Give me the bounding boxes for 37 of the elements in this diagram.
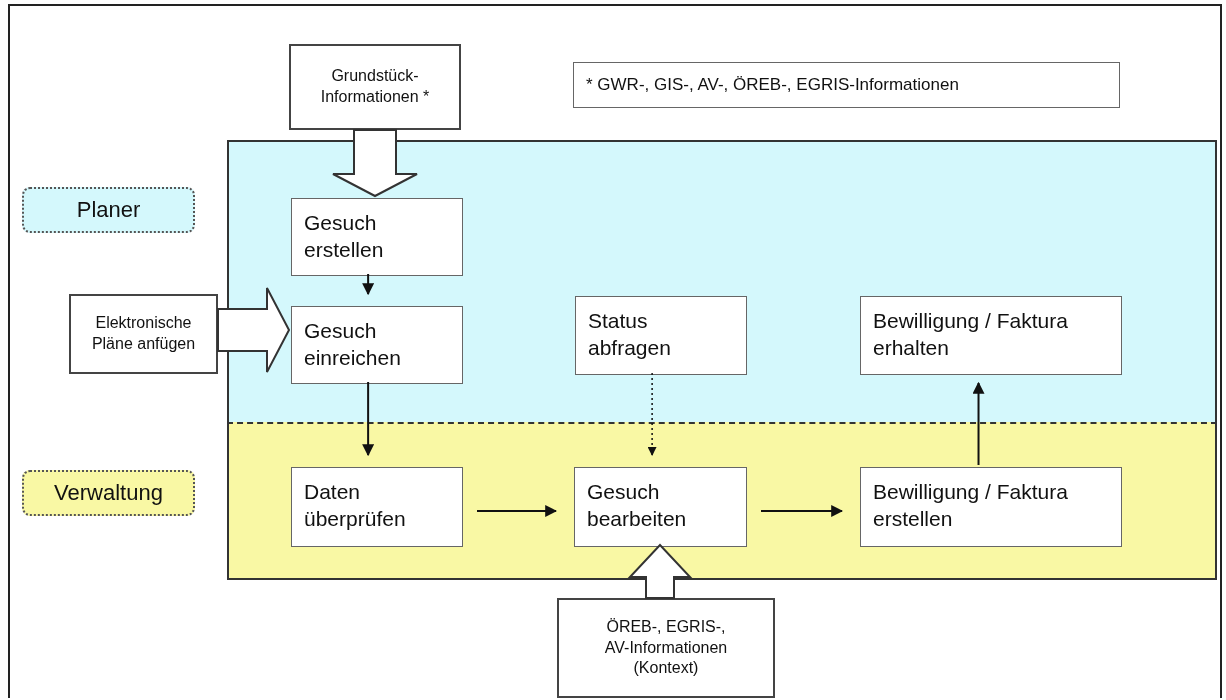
box-text: Bewilligung / Faktura erhalten (873, 308, 1069, 362)
block-arrow (332, 129, 418, 198)
arrow (972, 381, 985, 466)
box-text: Gesuch erstellen (304, 210, 385, 264)
process-box (291, 467, 463, 547)
arrow (362, 273, 375, 296)
process-box (860, 296, 1122, 375)
process-box (860, 467, 1122, 547)
box-text: Grundstück- Informationen * (319, 66, 431, 107)
lane-title: Planer (75, 195, 142, 224)
process-box (575, 296, 747, 375)
swimlane-band (227, 140, 1217, 422)
box-text: Gesuch einreichen (304, 318, 402, 372)
arrow (760, 505, 844, 517)
lane-label (22, 470, 195, 516)
footnote-box (573, 62, 1120, 108)
arrow (647, 372, 657, 456)
process-box (291, 198, 463, 276)
block-arrow (627, 543, 693, 599)
process-box (574, 467, 747, 547)
box-text: Daten überprüfen (304, 479, 407, 533)
box-text: * GWR-, GIS-, AV-, ÖREB-, EGRIS-Informationen (586, 73, 960, 96)
info-box (557, 598, 775, 698)
swimlane-band (227, 422, 1217, 580)
box-text: Status abfragen (588, 308, 672, 362)
box-text: Gesuch bearbeiten (587, 479, 688, 533)
box-text: ÖREB-, EGRIS-, AV-Informationen (Kontext) (603, 616, 729, 679)
box-text: Elektronische Pläne anfügen (90, 313, 197, 354)
info-box (289, 44, 461, 130)
lane-title: Verwaltung (53, 478, 164, 507)
info-box (69, 294, 218, 374)
block-arrow (217, 287, 291, 373)
box-text: Bewilligung / Faktura erstellen (873, 479, 1069, 533)
process-box (291, 306, 463, 384)
arrow (362, 381, 375, 457)
lane-label (22, 187, 195, 233)
arrow (476, 505, 558, 517)
